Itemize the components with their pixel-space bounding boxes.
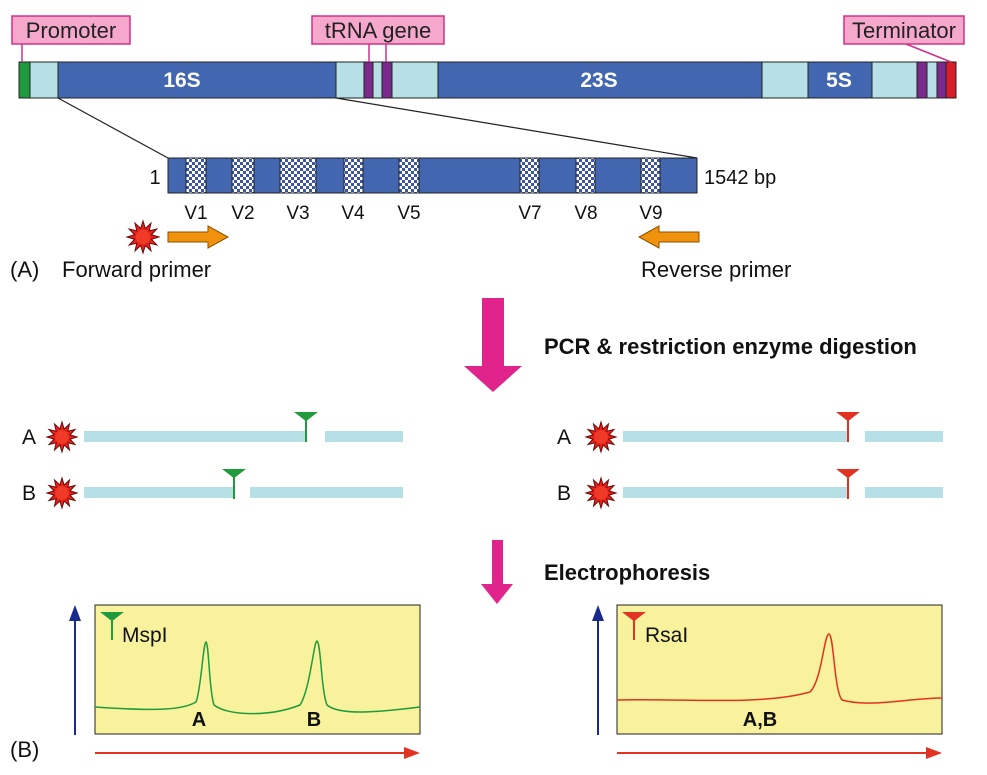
fluorescent-tag-icon	[125, 219, 161, 255]
region-v5	[398, 157, 420, 194]
fragment-left-row-a-label: A	[22, 426, 36, 449]
trna-block-1	[363, 61, 374, 99]
region-label-v3: V3	[286, 203, 309, 224]
fragment-right-a-tag-icon	[584, 420, 618, 454]
region-label-v9: V9	[639, 203, 662, 224]
fragment-left-b-piece-2	[250, 487, 403, 498]
zoom-line-left	[57, 97, 169, 159]
fragment-left-a-piece-1	[84, 431, 306, 442]
segment-23s	[437, 61, 763, 99]
fragment-right-b-tag-icon	[584, 476, 618, 510]
forward-primer-arrow-icon	[167, 225, 230, 249]
mspi-cut-site-icon	[294, 412, 318, 442]
rsai-enzyme-icon	[622, 612, 646, 640]
x-axis-arrow-left-icon	[404, 747, 420, 759]
promoter-block	[18, 61, 31, 99]
promoter-label: Promoter	[26, 18, 116, 43]
operon-map: 16S 23S 5S Promoter tRNA gene Terminator	[11, 15, 965, 99]
zoom-line-right	[335, 97, 698, 159]
step-pcr-label: PCR & restriction enzyme digestion	[544, 334, 917, 359]
gene-end-label: 1542 bp	[704, 167, 776, 189]
region-label-v8: V8	[574, 203, 597, 224]
x-axis-arrow-right-icon	[926, 747, 942, 759]
fragment-right-b-piece-2	[865, 487, 943, 498]
segment-5s	[807, 61, 873, 99]
fragment-left-b-tag-icon	[45, 476, 79, 510]
fragment-right-b-piece-1	[623, 487, 848, 498]
region-label-v1: V1	[184, 203, 207, 224]
region-label-v7: V7	[518, 203, 541, 224]
reverse-primer-arrow-icon	[637, 225, 700, 249]
step-arrow-2	[481, 540, 513, 604]
electropherogram-rsai: RsaI A,B	[616, 604, 943, 735]
fragments-left: A B	[22, 412, 403, 510]
region-v9	[640, 157, 661, 194]
axis-arrows	[69, 605, 942, 759]
rsai-trace	[616, 633, 943, 704]
mspi-peak-a-label: A	[192, 709, 206, 731]
mspi-trace	[94, 640, 421, 715]
y-axis-arrow-right-icon	[592, 605, 604, 621]
rsai-cut-site-icon	[836, 469, 860, 499]
mspi-peak-b-label: B	[307, 709, 321, 731]
terminator-block	[945, 61, 957, 99]
rsai-peak-label: A,B	[743, 709, 777, 731]
region-label-v4: V4	[341, 203, 365, 224]
fragment-right-row-a-label: A	[557, 426, 571, 449]
trna-label-box	[311, 15, 445, 45]
region-label-v5: V5	[397, 203, 420, 224]
trna-block-2	[381, 61, 393, 99]
region-v3	[279, 157, 317, 194]
region-v2	[231, 157, 255, 194]
terminator-label: Terminator	[852, 18, 956, 43]
fragment-left-a-piece-2	[325, 431, 403, 442]
region-v8	[575, 157, 596, 194]
trna-block-4	[936, 61, 947, 99]
promoter-label-box	[11, 15, 131, 45]
y-axis-arrow-left-icon	[69, 605, 81, 621]
trna-label: tRNA gene	[325, 18, 431, 43]
gene-start-label: 1	[149, 167, 160, 189]
region-v4	[343, 157, 364, 194]
panel-b-label: (B)	[10, 737, 39, 762]
trna-block-3	[916, 61, 928, 99]
rsai-enzyme-label: RsaI	[645, 624, 688, 647]
fragment-left-a-tag-icon	[45, 420, 79, 454]
segment-16s	[57, 61, 337, 99]
step-arrow-1	[464, 298, 522, 392]
fragments-right: A B	[557, 412, 943, 510]
mspi-cut-site-icon	[222, 469, 246, 499]
mspi-enzyme-label: MspI	[122, 624, 168, 647]
forward-primer-label: Forward primer	[62, 257, 211, 282]
segment-5s-label: 5S	[826, 69, 852, 92]
region-v1	[185, 157, 207, 194]
fragment-right-a-piece-1	[623, 431, 848, 442]
panel-a-label: (A)	[10, 257, 39, 282]
mspi-enzyme-icon	[100, 612, 124, 640]
region-label-v2: V2	[231, 203, 254, 224]
step-electrophoresis-label: Electrophoresis	[544, 560, 710, 585]
fragment-right-a-piece-2	[865, 431, 943, 442]
fragment-right-row-b-label: B	[557, 482, 571, 505]
reverse-primer-label: Reverse primer	[641, 257, 791, 282]
gene-16s: 1 1542 bp V1 V2 V3 V4 V5 V7 V8 V9	[149, 157, 776, 224]
fragment-left-b-piece-1	[84, 487, 234, 498]
terminator-label-box	[843, 15, 965, 45]
rsai-cut-site-icon	[836, 412, 860, 442]
segment-16s-label: 16S	[163, 69, 200, 92]
electropherogram-mspi: MspI A B	[94, 604, 421, 735]
fragment-left-row-b-label: B	[22, 482, 36, 505]
segment-23s-label: 23S	[580, 69, 617, 92]
region-v7	[519, 157, 540, 194]
